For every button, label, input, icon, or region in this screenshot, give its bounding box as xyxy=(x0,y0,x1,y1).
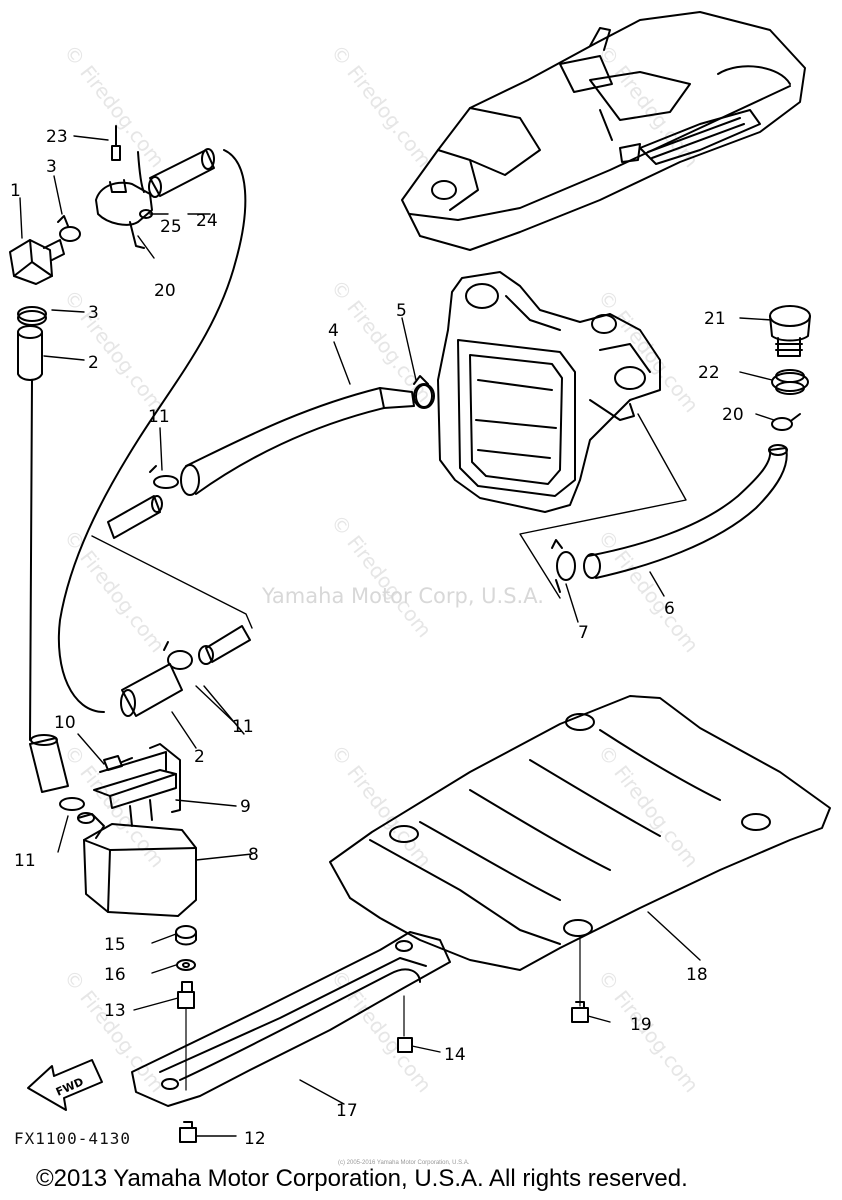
callout-10: 10 xyxy=(54,713,76,733)
watercraft-illustration xyxy=(401,11,806,251)
clamp-5 xyxy=(413,375,435,409)
callout-20: 20 xyxy=(722,405,744,425)
spring-22 xyxy=(771,369,809,395)
hose-segment-lower xyxy=(198,625,251,665)
bracket-assembly xyxy=(95,151,153,249)
callout-5: 5 xyxy=(396,301,407,321)
tiny-credit: (c) 2005-2016 Yamaha Motor Corporation, … xyxy=(338,1160,470,1166)
elbow-fitting-1 xyxy=(9,239,65,285)
callout-numbers: 1 2 2 3 3 4 5 6 7 8 9 10 11 11 11 12 13 … xyxy=(10,127,744,1149)
callout-4: 4 xyxy=(328,321,339,341)
clamp-11-lower xyxy=(59,797,85,811)
callout-7: 7 xyxy=(578,623,589,643)
callout-2: 2 xyxy=(88,353,99,373)
nut-15 xyxy=(175,925,197,946)
hose-short xyxy=(29,734,69,793)
callout-8: 8 xyxy=(248,845,259,865)
copyright-notice: ©2013 Yamaha Motor Corporation, U.S.A. A… xyxy=(36,1165,688,1192)
clamp-3-lower xyxy=(17,306,47,326)
callout-3: 3 xyxy=(46,157,57,177)
plate-17 xyxy=(131,931,451,1107)
callout-21: 21 xyxy=(704,309,726,329)
hose-4 xyxy=(180,384,433,496)
center-watermark: Yamaha Motor Corp, U.S.A. xyxy=(262,584,544,608)
figure-code: FX1100-4130 xyxy=(14,1129,131,1148)
rivet-23 xyxy=(111,125,121,161)
callout-22: 22 xyxy=(698,363,720,383)
callout-23: 23 xyxy=(46,127,68,147)
callout-16: 16 xyxy=(104,965,126,985)
callout-1: 1 xyxy=(10,181,21,201)
bolt-14 xyxy=(397,1037,413,1053)
hose-segment-upper xyxy=(107,495,163,539)
callout-20: 20 xyxy=(154,281,176,301)
clamp-11-upper xyxy=(149,465,179,489)
callout-9: 9 xyxy=(240,797,251,817)
callout-6: 6 xyxy=(664,599,675,619)
clamp-20-right xyxy=(771,413,801,431)
callout-18: 18 xyxy=(686,965,708,985)
jet-pump-housing xyxy=(437,271,661,513)
breather-hose xyxy=(57,149,247,713)
tank-8 xyxy=(77,812,197,917)
hose-2-lower xyxy=(120,663,183,717)
breather-hose-down xyxy=(29,379,33,741)
callout-11: 11 xyxy=(148,407,170,427)
clamp-11-middle xyxy=(163,641,193,670)
callout-25: 25 xyxy=(160,217,182,237)
clamp-7 xyxy=(551,539,576,593)
bolt-12 xyxy=(179,1121,197,1143)
callout-24: 24 xyxy=(196,211,218,231)
leader-line xyxy=(91,535,253,629)
hose-6 xyxy=(583,444,788,579)
callout-19: 19 xyxy=(630,1015,652,1035)
washer-16 xyxy=(176,959,196,971)
callout-leaders xyxy=(19,135,775,1137)
callout-14: 14 xyxy=(444,1045,466,1065)
bolt-19 xyxy=(571,1001,589,1023)
callout-11: 11 xyxy=(14,851,36,871)
callout-2: 2 xyxy=(194,747,205,767)
callout-3: 3 xyxy=(88,303,99,323)
hull-cover-18 xyxy=(329,695,831,1007)
callout-12: 12 xyxy=(244,1129,266,1149)
fwd-arrow xyxy=(27,1059,103,1111)
cap-21 xyxy=(769,305,811,357)
clamp-3-upper xyxy=(57,215,81,242)
bracket-9 xyxy=(93,743,181,827)
callout-15: 15 xyxy=(104,935,126,955)
callout-17: 17 xyxy=(336,1101,358,1121)
leader-line xyxy=(519,413,687,599)
hose-24 xyxy=(148,148,215,198)
callout-13: 13 xyxy=(104,1001,126,1021)
hose-2-upper xyxy=(17,325,43,381)
callout-11: 11 xyxy=(232,717,254,737)
